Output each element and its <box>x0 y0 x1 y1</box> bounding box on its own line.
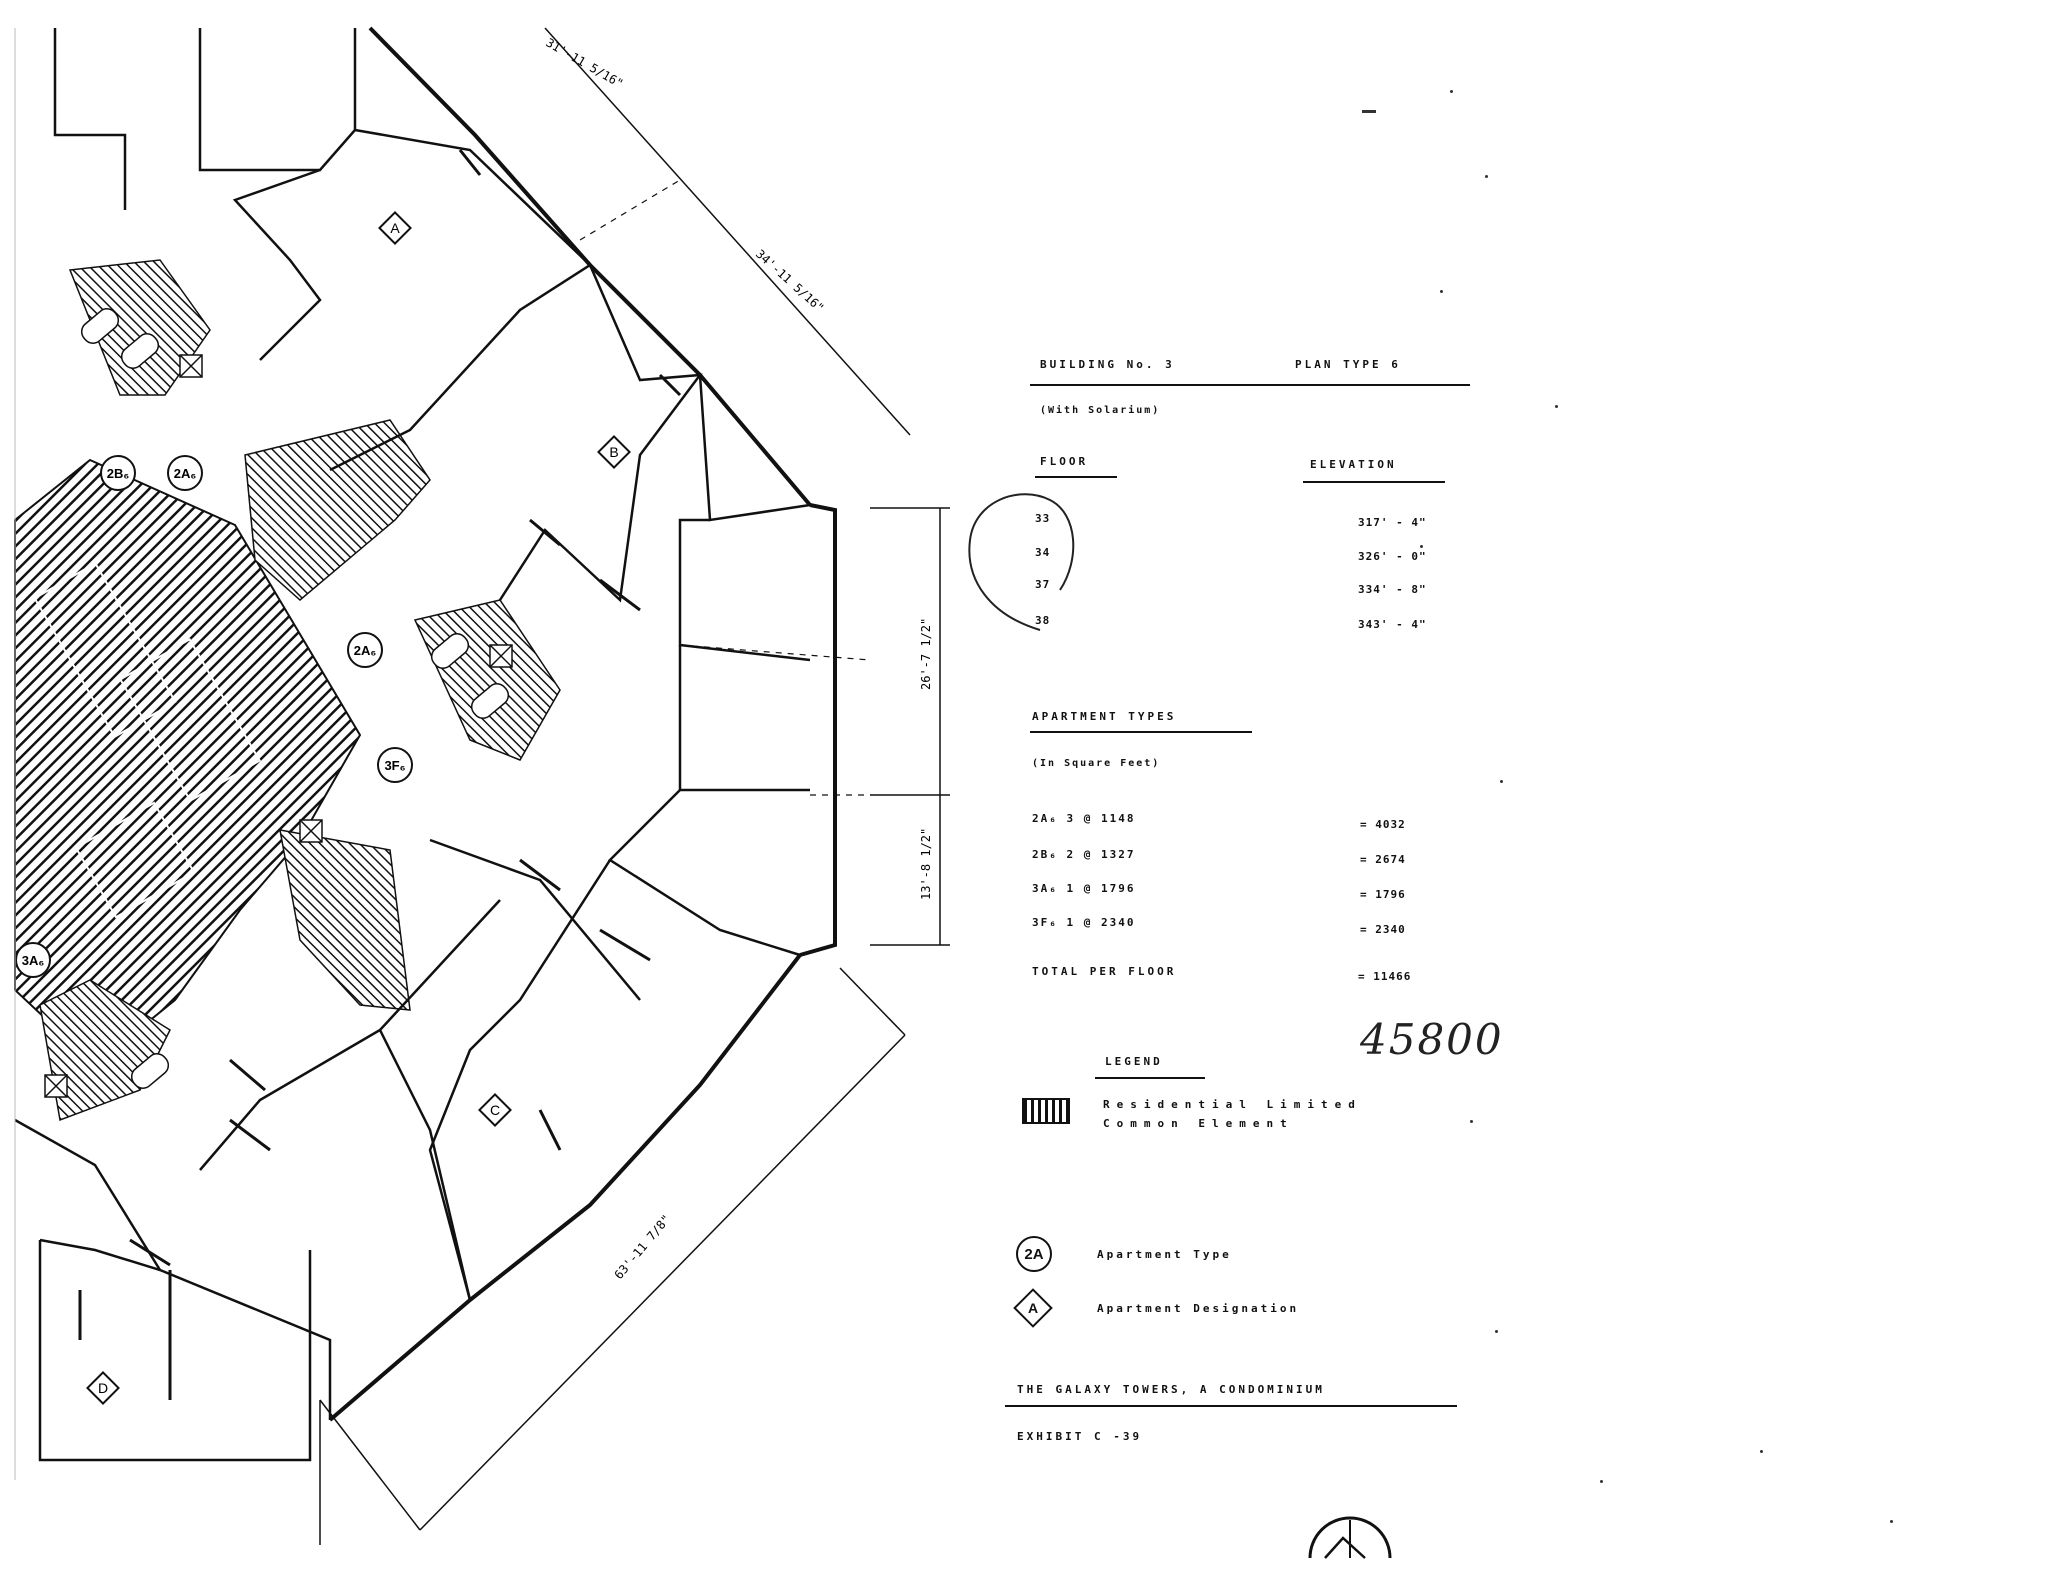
hand-drawn-circle <box>968 493 1075 631</box>
apartment-type-tag: 2A₆ <box>347 632 383 668</box>
floor-header-rule <box>1035 476 1117 478</box>
total-per-floor-value: = 11466 <box>1358 970 1412 983</box>
elevation-value: 317' - 4" <box>1358 516 1427 529</box>
legend-title: LEGEND <box>1105 1055 1163 1068</box>
floor-value: 38 <box>1035 614 1051 627</box>
floor-column-header: FLOOR <box>1040 455 1089 468</box>
svg-text:3A₆: 3A₆ <box>22 953 45 968</box>
project-name: THE GALAXY TOWERS, A CONDOMINIUM <box>1017 1383 1325 1396</box>
apartment-designation-a: A <box>378 211 412 245</box>
floor-value: 33 <box>1035 512 1051 525</box>
svg-text:A: A <box>390 220 400 236</box>
apartment-types-subtitle: (In Square Feet) <box>1032 758 1161 769</box>
apartment-type-area: = 2340 <box>1360 923 1406 936</box>
apartment-type-symbol: 2A <box>1016 1236 1052 1272</box>
apartment-type-area: = 2674 <box>1360 853 1406 866</box>
apartment-types-title: APARTMENT TYPES <box>1032 710 1177 723</box>
svg-text:3F₆: 3F₆ <box>384 758 405 773</box>
building-number: BUILDING No. 3 <box>1040 358 1175 371</box>
header-rule <box>1030 384 1470 386</box>
apartment-designation-legend-label: Apartment Designation <box>1097 1302 1300 1315</box>
plan-type: PLAN TYPE 6 <box>1295 358 1401 371</box>
apartment-type-row: 2A₆ 3 @ 1148 <box>1032 812 1136 825</box>
dimension-label: 13'-8 1/2" <box>919 828 933 900</box>
elevation-value: 343' - 4" <box>1358 618 1427 631</box>
apartment-designation-d: D <box>86 1371 120 1405</box>
svg-text:C: C <box>490 1102 500 1118</box>
elevation-value: 334' - 8" <box>1358 583 1427 596</box>
handwritten-total: 45800 <box>1360 1015 1504 1064</box>
svg-text:2A₆: 2A₆ <box>354 643 377 658</box>
elevation-column-header: ELEVATION <box>1310 458 1397 471</box>
svg-text:2B₆: 2B₆ <box>107 466 130 481</box>
svg-text:B: B <box>609 444 618 460</box>
apartment-type-area: = 4032 <box>1360 818 1406 831</box>
apartment-designation-b: B <box>597 435 631 469</box>
dimension-label: 26'-7 1/2" <box>919 618 933 690</box>
apartment-type-row: 3F₆ 1 @ 2340 <box>1032 916 1136 929</box>
floor-value: 34 <box>1035 546 1051 559</box>
floor-plan: 31'-11 5/16" 34'-11 5/16" 26'-7 1/2" 13'… <box>14 26 950 1545</box>
rlce-hatch-swatch <box>1022 1098 1070 1124</box>
apartment-type-area: = 1796 <box>1360 888 1406 901</box>
total-per-floor-label: TOTAL PER FLOOR <box>1032 965 1177 978</box>
apartment-designation-c: C <box>478 1093 512 1127</box>
svg-text:D: D <box>98 1380 108 1396</box>
apartment-type-tag: 2B₆ <box>100 455 136 491</box>
footer-rule <box>1005 1405 1457 1407</box>
apartment-type-tag: 3F₆ <box>377 747 413 783</box>
rlce-label-line2: Common Element <box>1103 1117 1294 1130</box>
elevation-header-rule <box>1303 481 1445 483</box>
dimension-label: 63'-11 7/8" <box>612 1212 674 1282</box>
apartment-types-rule <box>1030 731 1252 733</box>
apartment-type-legend-label: Apartment Type <box>1097 1248 1232 1261</box>
legend-rule <box>1095 1077 1205 1079</box>
dimension-label: 31'-11 5/16" <box>544 35 626 90</box>
apartment-type-tag: 3A₆ <box>15 942 51 978</box>
subtitle: (With Solarium) <box>1040 405 1161 416</box>
apartment-type-row: 2B₆ 2 @ 1327 <box>1032 848 1136 861</box>
rlce-label-line1: Residential Limited <box>1103 1098 1362 1111</box>
apartment-type-row: 3A₆ 1 @ 1796 <box>1032 882 1136 895</box>
elevation-value: 326' - 0" <box>1358 550 1427 563</box>
svg-text:2A₆: 2A₆ <box>174 466 197 481</box>
dimension-label: 34'-11 5/16" <box>753 247 827 315</box>
floor-value: 37 <box>1035 578 1051 591</box>
exhibit-number: EXHIBIT C -39 <box>1017 1430 1143 1443</box>
north-arrow-icon <box>1308 1516 1392 1559</box>
apartment-type-tag: 2A₆ <box>167 455 203 491</box>
